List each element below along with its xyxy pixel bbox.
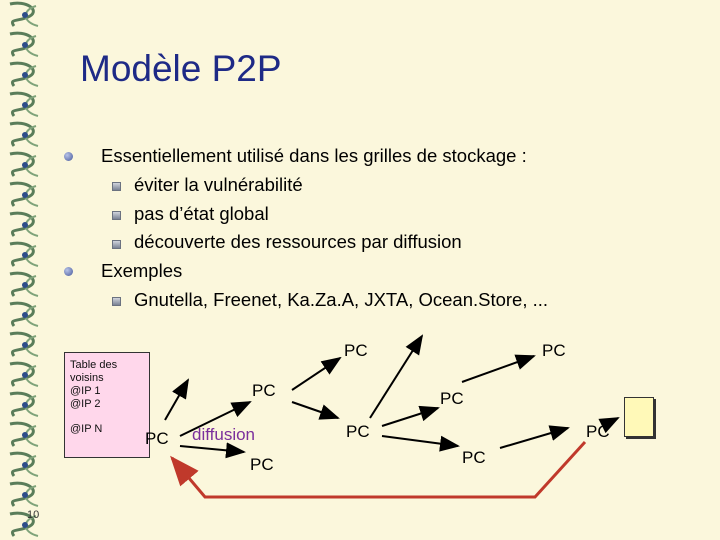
response-path [170, 440, 587, 499]
link-arrow [461, 354, 536, 383]
link-arrow [291, 356, 342, 391]
table-header-line: Table des [70, 359, 118, 371]
table-row: @IP N [70, 423, 103, 435]
slide-title: Modèle P2P [80, 48, 282, 89]
link-arrow [499, 425, 570, 449]
pc-node-label: PC [440, 389, 464, 408]
link-arrow [291, 401, 340, 420]
table-row: @IP 1 [70, 385, 101, 397]
bullet-dot-icon [64, 267, 73, 276]
decorative-spine [8, 0, 44, 540]
link-arrow [369, 334, 424, 419]
document-icon [624, 397, 654, 437]
sub-bullet-item: éviter la vulnérabilité [134, 174, 303, 195]
link-arrow [381, 405, 440, 427]
pc-node-label: PC [542, 341, 566, 360]
bullet-dot-icon [64, 152, 73, 161]
sub-bullet-square-icon [112, 211, 121, 220]
link-arrow [179, 401, 252, 437]
pc-node-label: PC [252, 381, 276, 400]
link-arrow [381, 435, 460, 452]
pc-node-label: PC [346, 422, 370, 441]
link-arrow [179, 442, 246, 459]
sub-bullet-square-icon [112, 240, 121, 249]
pc-node-label: PC [344, 341, 368, 360]
neighbor-table-note: Table des voisins @IP 1 @IP 2 @IP N [64, 352, 150, 458]
diffusion-label: diffusion [192, 425, 255, 444]
sub-bullet-item: Gnutella, Freenet, Ka.Za.A, JXTA, Ocean.… [134, 289, 549, 310]
sub-bullet-item: pas d’état global [134, 203, 269, 224]
page-number: 10 [27, 509, 40, 521]
pc-node-label: PC [462, 448, 486, 467]
pc-node-label: PC [250, 455, 274, 474]
sub-bullet-item: découverte des ressources par diffusion [134, 231, 462, 252]
link-arrow [164, 378, 189, 421]
bullet-item: Exemples [101, 260, 183, 281]
table-header-line: voisins [70, 372, 104, 384]
sub-bullet-square-icon [112, 297, 121, 306]
pc-node-label: PC [145, 429, 169, 448]
link-arrow [598, 417, 620, 434]
sub-bullet-square-icon [112, 182, 121, 191]
bullet-item: Essentiellement utilisé dans les grilles… [101, 145, 527, 166]
pc-node-label: PC [586, 422, 610, 441]
table-row: @IP 2 [70, 398, 101, 410]
